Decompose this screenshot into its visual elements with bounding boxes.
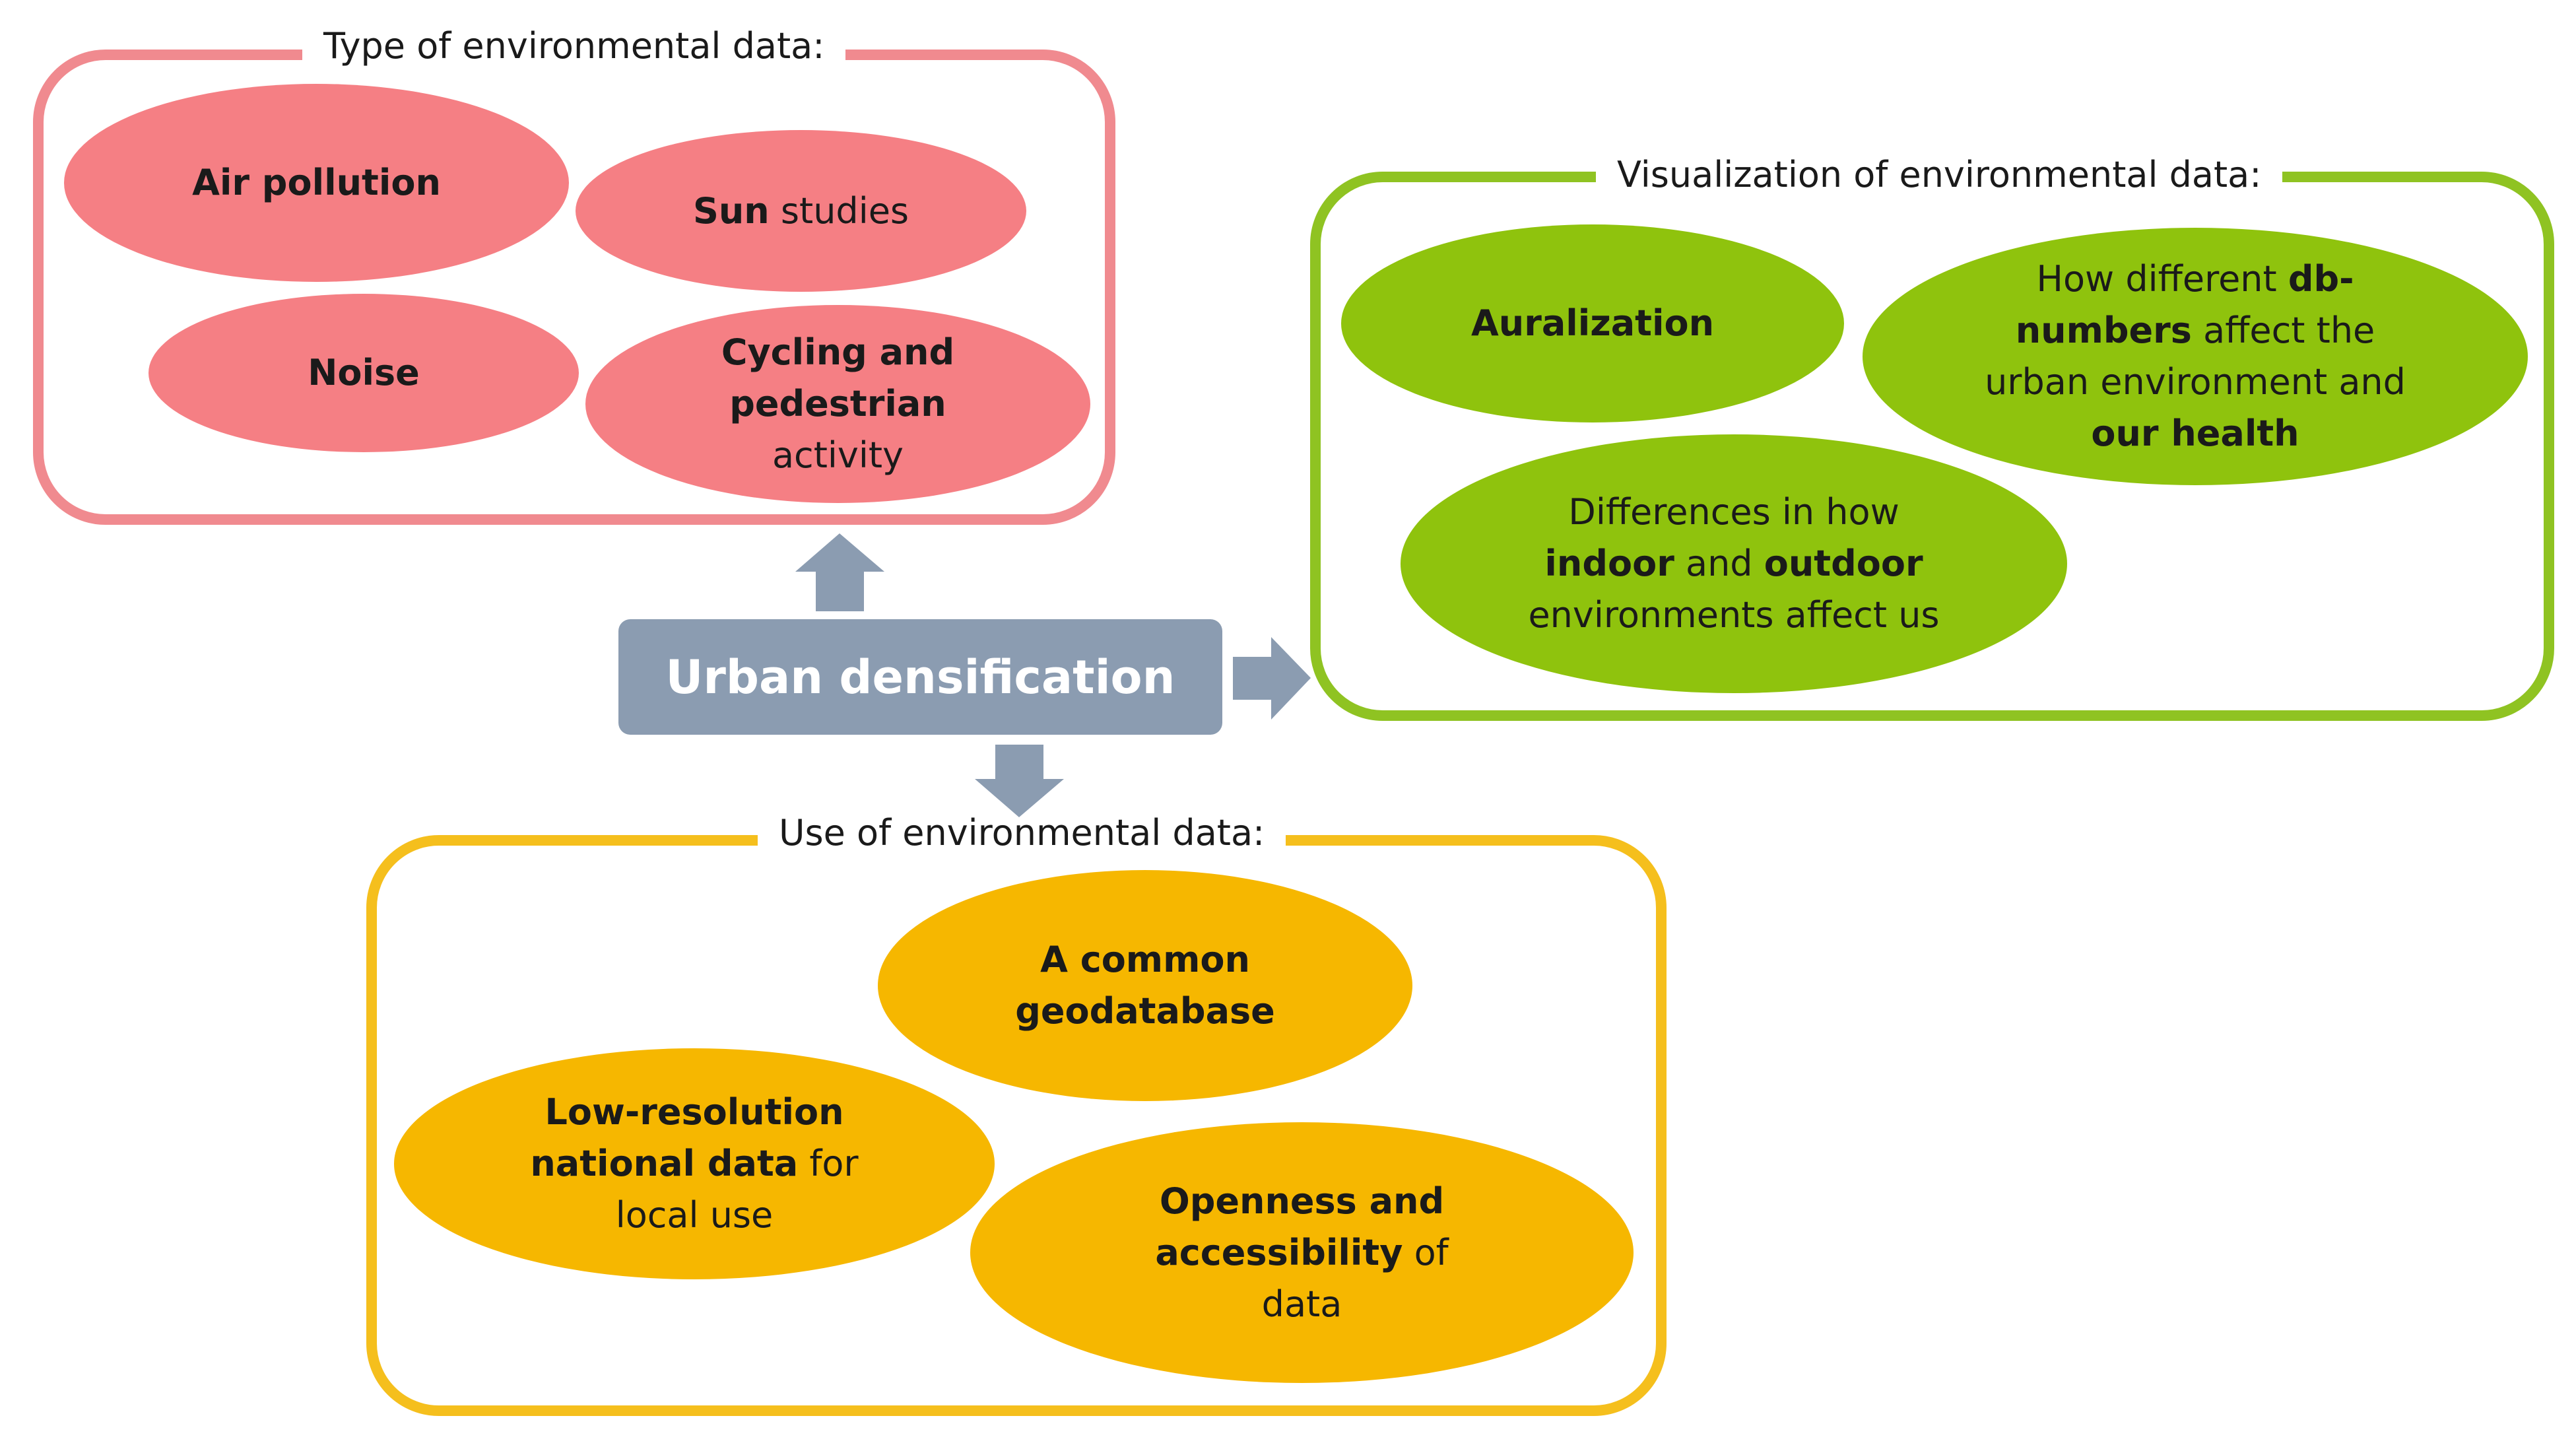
ellipse-db-numbers: How different db-numbers affect the urba… (1863, 228, 2528, 485)
arrow-up-icon (795, 533, 884, 611)
ellipse-air-pollution: Air pollution (64, 84, 569, 282)
arrow-down-icon (975, 745, 1064, 817)
arrow-right-icon (1233, 637, 1311, 720)
ellipse-bold-text: outdoor (1764, 543, 1923, 584)
visualization-group-title: Visualization of environmental data: (1596, 152, 2283, 198)
ellipse-bold-text: Low-resolution national data (530, 1091, 844, 1184)
ellipse-bold-text: db-numbers (2015, 258, 2354, 351)
ellipse-bold-text: our health (2091, 413, 2299, 454)
type-group-title: Type of environmental data: (302, 23, 846, 69)
ellipse-common-geodatabase: A common geodatabase (878, 870, 1412, 1101)
urban-densification-box: Urban densification (618, 619, 1222, 735)
ellipse-bold-text: indoor (1544, 543, 1674, 584)
ellipse-auralization: Auralization (1341, 224, 1844, 422)
ellipse-sun-studies: Sun studies (576, 130, 1026, 292)
hub-label: Urban densification (665, 650, 1175, 704)
ellipse-bold-text: Cycling and pedestrian (721, 331, 955, 424)
ellipse-openness-accessibility: Openness and accessibility of data (970, 1122, 1634, 1383)
ellipse-bold-text: A common geodatabase (1015, 939, 1275, 1032)
ellipse-noise: Noise (149, 294, 579, 452)
ellipse-bold-text: Openness and accessibility (1155, 1180, 1445, 1273)
ellipse-bold-text: Noise (308, 352, 420, 393)
ellipse-cycling-pedestrian: Cycling and pedestrian activity (585, 305, 1090, 503)
ellipse-bold-text: Air pollution (192, 162, 441, 203)
ellipse-bold-text: Auralization (1470, 302, 1715, 344)
ellipse-bold-text: Sun (692, 189, 770, 232)
use-group-title: Use of environmental data: (758, 810, 1286, 856)
ellipse-low-resolution-data: Low-resolution national data for local u… (394, 1048, 995, 1279)
ellipse-indoor-outdoor: Differences in how indoor and outdoor en… (1401, 434, 2067, 693)
